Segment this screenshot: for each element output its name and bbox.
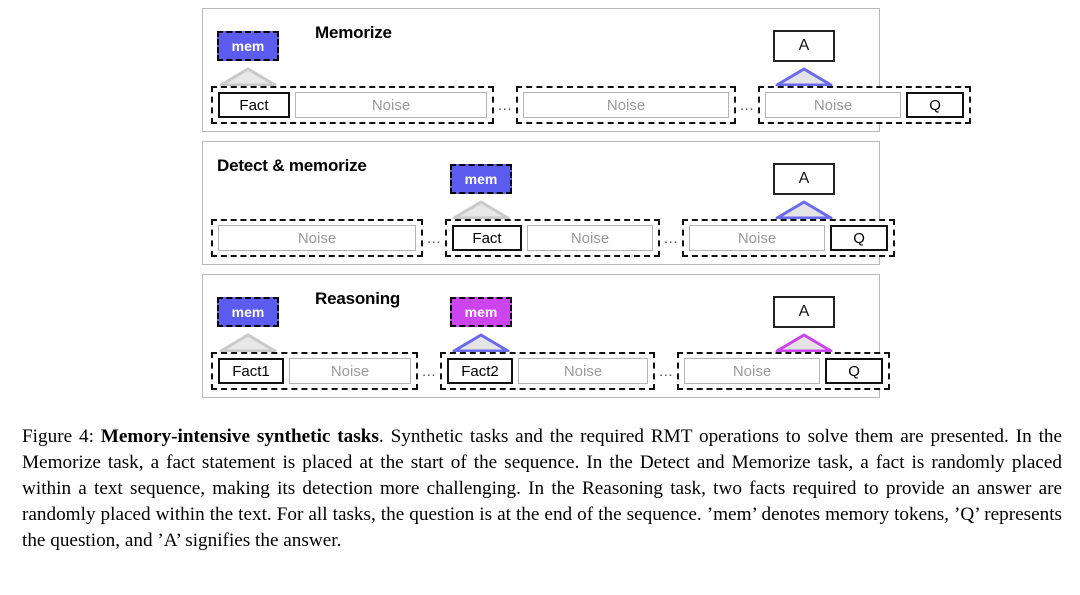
panel-title: Memorize	[315, 23, 392, 42]
memory-layer: mem A	[203, 142, 879, 220]
arrow-up-icon-blue	[775, 67, 833, 87]
token-chunk-noise: Noise	[289, 358, 411, 384]
answer-box: A	[773, 30, 835, 62]
segment-separator-ellipsis: ...	[740, 96, 755, 114]
token-chunk-fact: Fact	[452, 225, 523, 251]
token-chunk-q: Q	[906, 92, 965, 118]
figure-caption: Figure 4: Memory-intensive synthetic tas…	[22, 424, 1062, 554]
arrow-up-icon-blue	[775, 200, 833, 220]
token-chunk-noise: Noise	[684, 358, 821, 384]
arrow-up-icon-gray	[452, 200, 510, 220]
token-chunk-q: Q	[830, 225, 889, 251]
token-chunk-noise: Noise	[295, 92, 487, 118]
token-chunk-fact: Fact1	[218, 358, 284, 384]
memory-layer: mem A	[203, 9, 879, 87]
answer-box: A	[773, 296, 835, 328]
token-chunk-noise: Noise	[523, 92, 730, 118]
panel-title: Detect & memorize	[217, 156, 367, 175]
arrow-up-icon-blue	[452, 333, 510, 353]
token-chunk-noise: Noise	[765, 92, 902, 118]
arrow-up-icon-gray	[219, 333, 277, 353]
sequence-segment: Noise	[211, 219, 423, 257]
segment-separator-ellipsis: ...	[664, 229, 679, 247]
mem-token: mem	[450, 164, 512, 194]
caption-bold-title: Memory-intensive synthetic tasks	[100, 426, 379, 447]
memory-layer: mem mem A	[203, 275, 879, 353]
token-chunk-fact: Fact	[218, 92, 290, 118]
mem-token: mem	[217, 297, 279, 327]
caption-label: Figure 4:	[22, 426, 94, 447]
token-chunk-q: Q	[825, 358, 884, 384]
token-chunk-fact: Fact2	[447, 358, 514, 384]
segment-separator-ellipsis: ...	[659, 362, 674, 380]
segment-separator-ellipsis: ...	[427, 229, 442, 247]
segment-separator-ellipsis: ...	[498, 96, 513, 114]
sequence-segment: Noise	[516, 86, 737, 124]
answer-box: A	[773, 163, 835, 195]
panel-title: Reasoning	[315, 289, 401, 308]
caption-body: . Synthetic tasks and the required RMT o…	[22, 426, 1063, 551]
mem-token: mem	[450, 297, 512, 327]
token-chunk-noise: Noise	[218, 225, 416, 251]
mem-token: mem	[217, 31, 279, 61]
arrow-up-icon-magenta	[775, 333, 833, 353]
token-chunk-noise: Noise	[689, 225, 826, 251]
token-chunk-noise: Noise	[527, 225, 654, 251]
token-chunk-noise: Noise	[518, 358, 649, 384]
segment-separator-ellipsis: ...	[422, 362, 437, 380]
arrow-up-icon-gray	[219, 67, 277, 87]
